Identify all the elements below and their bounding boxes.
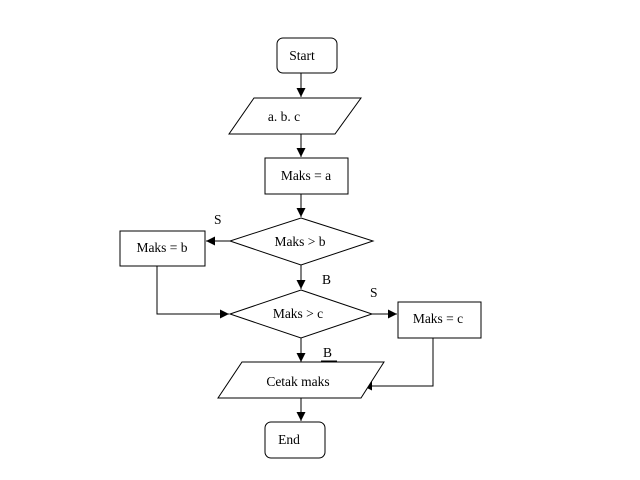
cond-c-yes-label: S (370, 285, 378, 300)
input-parallelogram: a. b. c (228, 97, 362, 135)
cond-c-label: Maks > c (273, 306, 323, 321)
assign-a-label: Maks = a (281, 168, 331, 183)
output-parallelogram: Cetak maks (217, 361, 385, 399)
cond-b-decision: Maks > b (228, 217, 375, 266)
end-terminal: End (264, 421, 326, 459)
edges (156, 73, 434, 421)
assign-a-process: Maks = a (264, 157, 349, 195)
cond-b-no-label: B (322, 272, 331, 287)
assign-b-label: Maks = b (136, 240, 187, 255)
cond-c-no-label: B (323, 345, 332, 360)
edge-assign-b-to-cond-c (156, 266, 229, 319)
start-terminal: Start (276, 37, 338, 74)
assign-b-process: Maks = b (119, 230, 206, 267)
assign-c-label: Maks = c (413, 311, 463, 326)
output-label: Cetak maks (266, 374, 329, 389)
cond-b-yes-label: S (214, 212, 222, 227)
edge-assign-c-to-output (363, 338, 434, 391)
assign-c-process: Maks = c (397, 301, 482, 339)
cond-b-label: Maks > b (274, 234, 325, 249)
end-label: End (278, 432, 300, 447)
cond-c-decision: Maks > c (228, 289, 374, 339)
input-label: a. b. c (268, 109, 300, 124)
start-label: Start (289, 48, 315, 63)
